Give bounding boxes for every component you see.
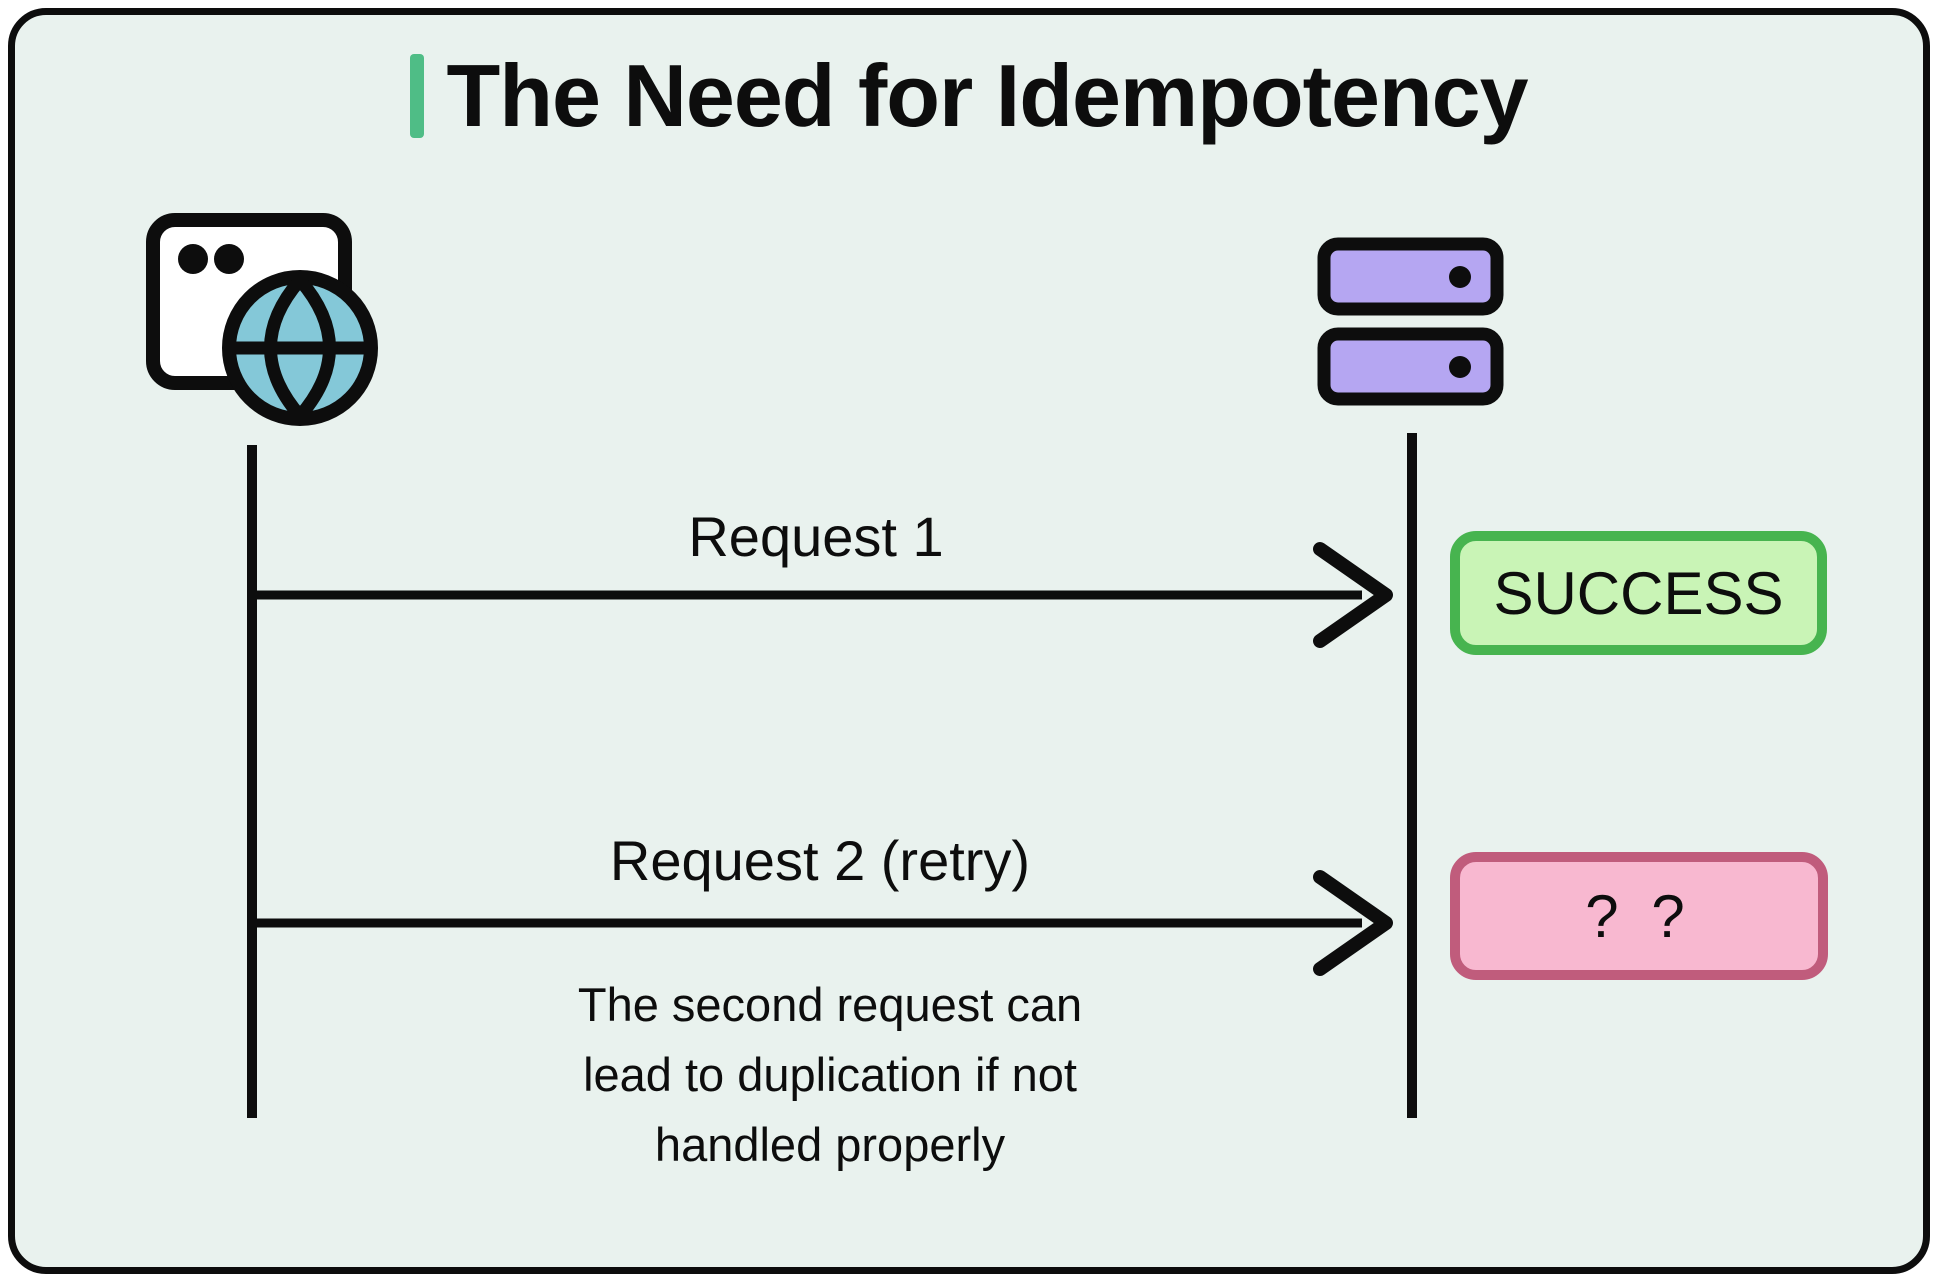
globe-icon bbox=[222, 270, 378, 426]
note-line: The second request can bbox=[577, 978, 1083, 1031]
server-stack-icon bbox=[1317, 237, 1504, 406]
arrowhead-icon bbox=[1313, 870, 1393, 976]
window-dot bbox=[178, 244, 208, 274]
note-line: lead to duplication if not bbox=[583, 1048, 1077, 1101]
success-badge: SUCCESS bbox=[1450, 531, 1827, 655]
server-rack bbox=[1317, 237, 1504, 316]
rack-led bbox=[1449, 356, 1471, 378]
unknown-result-badge: ? ? bbox=[1450, 852, 1828, 980]
request2-label: Request 2 (retry) bbox=[609, 829, 1031, 892]
title-accent-bar bbox=[410, 54, 425, 138]
rack-led bbox=[1449, 266, 1471, 288]
server-rack bbox=[1317, 327, 1504, 406]
page-title: The Need for Idempotency bbox=[446, 46, 1528, 145]
browser-globe-icon bbox=[146, 213, 378, 426]
note-line: handled properly bbox=[654, 1118, 1006, 1171]
request2-arrow bbox=[252, 870, 1393, 976]
request1-arrow bbox=[252, 542, 1393, 648]
window-dot bbox=[214, 244, 244, 274]
arrowhead-icon bbox=[1313, 542, 1393, 648]
title-row: The Need for Idempotency bbox=[0, 44, 1938, 148]
request1-label: Request 1 bbox=[688, 505, 944, 568]
duplication-note: The second request can lead to duplicati… bbox=[578, 970, 1082, 1180]
